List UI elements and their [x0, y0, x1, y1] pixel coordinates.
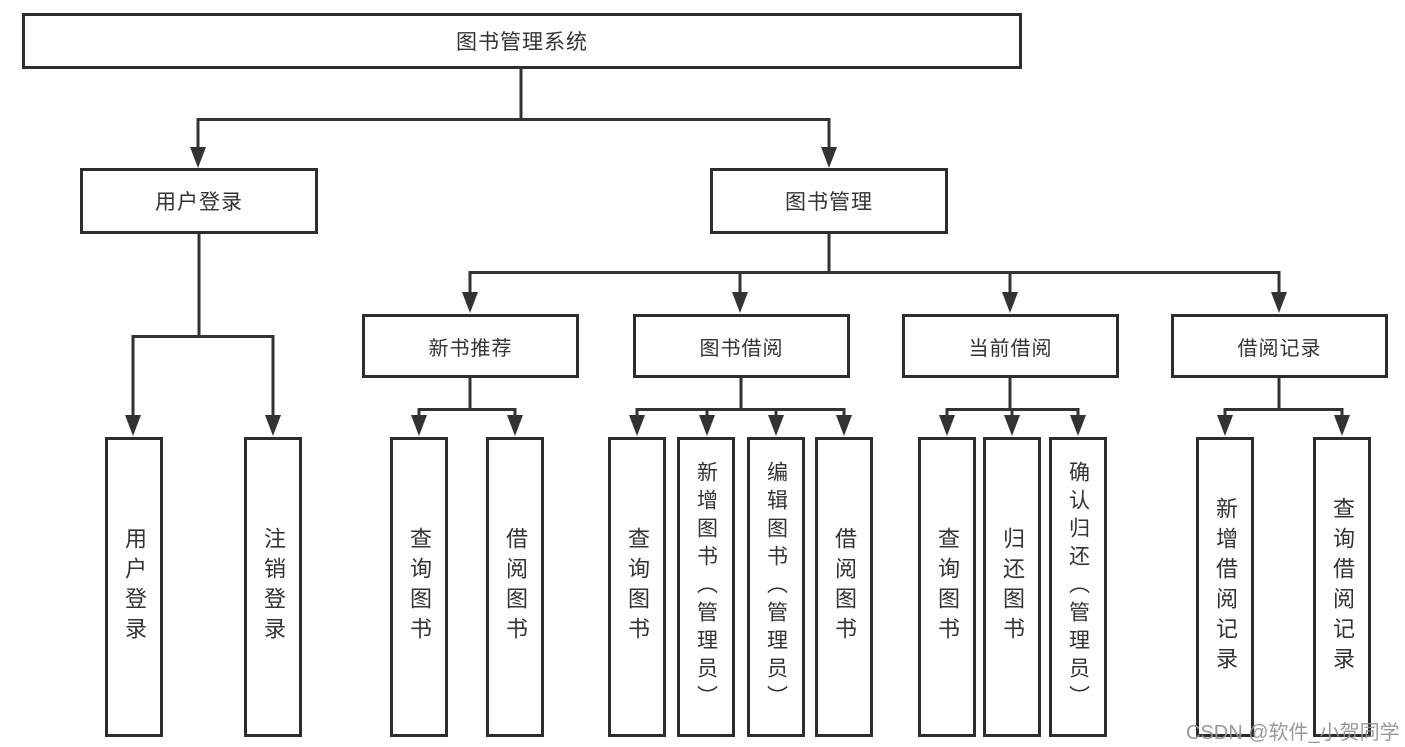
- node-book-borrowing: 图书借阅: [633, 314, 850, 378]
- node-user-login: 用户登录: [80, 168, 318, 234]
- node-label: 查询图书: [935, 527, 960, 647]
- node-label: 查询图书: [407, 527, 432, 647]
- node-label: 借阅记录: [1237, 337, 1322, 360]
- node-label: 新增图书（管理员）: [694, 461, 718, 713]
- node-current-borrowing: 当前借阅: [902, 314, 1119, 378]
- node-library-management-system: 图书管理系统: [22, 13, 1022, 69]
- node-add-borrow-record: 新增借阅记录: [1196, 437, 1254, 737]
- node-label: 用户登录: [155, 191, 243, 214]
- node-new-book-recommendation: 新书推荐: [362, 314, 579, 378]
- node-label: 编辑图书（管理员）: [764, 461, 788, 713]
- node-confirm-return-admin: 确认归还（管理员）: [1049, 437, 1107, 737]
- node-label: 归还图书: [1000, 527, 1025, 647]
- node-label: 图书借阅: [699, 337, 784, 360]
- node-query-books-current: 查询图书: [918, 437, 976, 737]
- node-label: 图书管理系统: [456, 31, 588, 54]
- node-label: 注销登录: [261, 527, 286, 647]
- node-logout-leaf: 注销登录: [244, 437, 302, 737]
- node-edit-books-admin: 编辑图书（管理员）: [747, 437, 805, 737]
- node-query-borrow-record: 查询借阅记录: [1313, 437, 1371, 737]
- node-label: 新书推荐: [428, 337, 513, 360]
- node-label: 借阅图书: [832, 527, 857, 647]
- node-query-books-borrowing: 查询图书: [608, 437, 666, 737]
- node-label: 图书管理: [785, 191, 873, 214]
- node-label: 当前借阅: [968, 337, 1053, 360]
- node-label: 查询图书: [625, 527, 650, 647]
- node-borrow-books-newbook: 借阅图书: [486, 437, 544, 737]
- node-label: 借阅图书: [503, 527, 528, 647]
- node-borrow-books: 借阅图书: [815, 437, 873, 737]
- node-label: 确认归还（管理员）: [1066, 461, 1090, 713]
- node-return-books: 归还图书: [983, 437, 1041, 737]
- arrowhead-icons: [125, 147, 1350, 436]
- node-label: 新增借阅记录: [1213, 497, 1238, 677]
- node-label: 查询借阅记录: [1330, 497, 1355, 677]
- node-borrowing-records: 借阅记录: [1171, 314, 1388, 378]
- node-add-books-admin: 新增图书（管理员）: [677, 437, 735, 737]
- node-label: 用户登录: [122, 527, 147, 647]
- csdn-watermark: CSDN @软件_小贺同学: [1186, 722, 1400, 744]
- node-book-management: 图书管理: [710, 168, 948, 234]
- node-query-books-newbook: 查询图书: [390, 437, 448, 737]
- node-user-login-leaf: 用户登录: [105, 437, 163, 737]
